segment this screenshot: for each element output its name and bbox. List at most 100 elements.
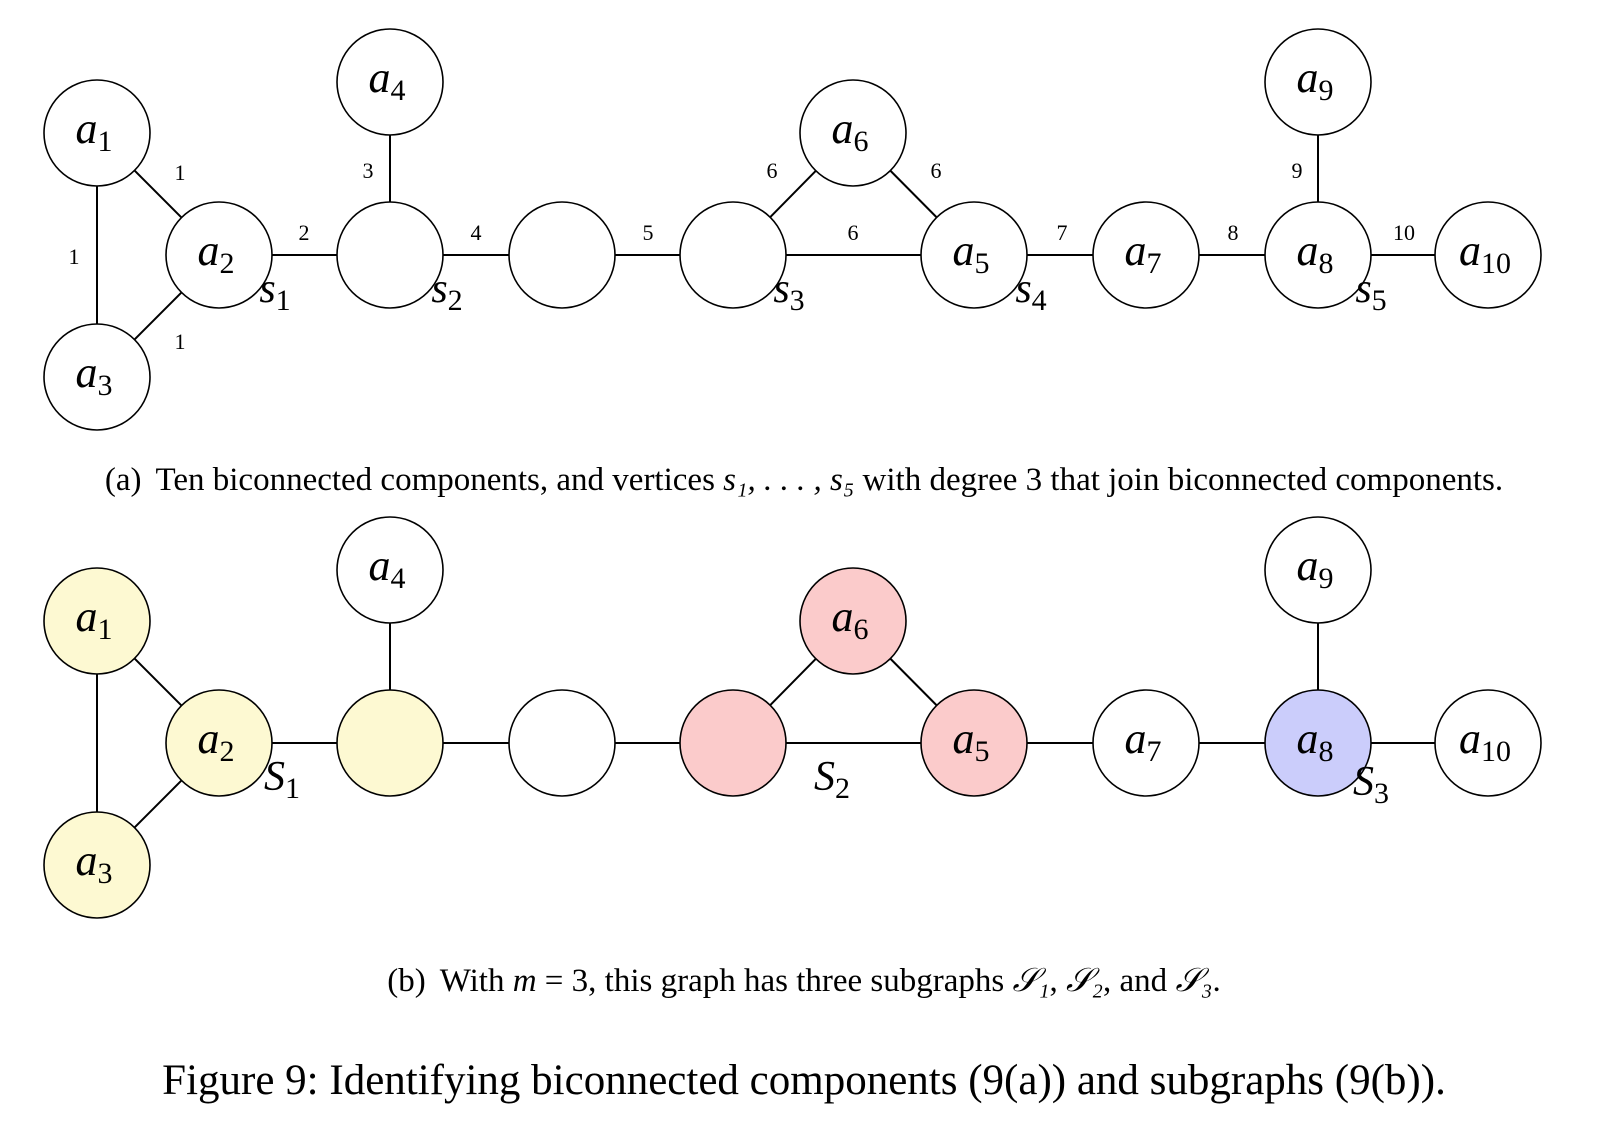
- separator-label-s2-subscript: 2: [448, 284, 463, 317]
- panel-b-edge-a6-a5: [889, 657, 938, 707]
- panel-b-caption-text-3: .: [1212, 963, 1221, 999]
- panel-b-caption-s2: 𝒮₂: [1066, 963, 1104, 999]
- panel-a-caption-math: s₁, . . . , s₅: [723, 462, 855, 498]
- panel-b-node-label-a3: a3: [76, 836, 113, 890]
- separator-label-s1-subscript: 1: [276, 284, 291, 317]
- panel-b-node-label-a4: a4: [369, 541, 406, 595]
- panel-b-node-label-a9-letter: a: [1297, 541, 1319, 590]
- panel-a-node-a4: [336, 28, 444, 136]
- panel-b-node-a9: [1264, 516, 1372, 624]
- panel-a-edge-a6-a5: [889, 169, 938, 219]
- panel-a-node-label-a6: a6: [832, 104, 869, 158]
- panel-b-node-label-a8-subscript: 8: [1319, 735, 1334, 768]
- subgraph-label-S3-subscript: 3: [1374, 777, 1389, 810]
- separator-label-s5-subscript: 5: [1372, 284, 1387, 317]
- subgraph-label-S1-subscript: 1: [285, 772, 300, 805]
- subgraph-label-S1: S1: [264, 754, 300, 805]
- panel-b-node-a1: [43, 567, 151, 675]
- panel-a-node-label-a9-letter: a: [1297, 53, 1319, 102]
- panel-b-node-label-a7-subscript: 7: [1147, 735, 1162, 768]
- panel-a-node-label-a3-letter: a: [76, 348, 98, 397]
- panel-a-node-label-a5: a5: [953, 226, 990, 280]
- panel-b-node-label-a5-subscript: 5: [975, 735, 990, 768]
- separator-label-s3-letter: s: [773, 266, 789, 312]
- edge-weight-a2-a3: 1: [175, 329, 186, 354]
- panel-a-node-label-a8-subscript: 8: [1319, 247, 1334, 280]
- edge-weight-n1-n2: 4: [471, 220, 482, 245]
- panel-a-node-label-a4: a4: [369, 53, 406, 107]
- panel-a-node-a3: [43, 323, 151, 431]
- panel-a-node-label-a1-subscript: 1: [98, 125, 113, 158]
- panel-a-node-n3: [679, 201, 787, 309]
- panel-a-node-label-a4-letter: a: [369, 53, 391, 102]
- subgraph-label-S2-subscript: 2: [835, 772, 850, 805]
- panel-b-node-label-a10-letter: a: [1459, 714, 1481, 763]
- panel-a-caption-text-1: Ten biconnected components, and vertices: [155, 462, 724, 498]
- panel-b-node-label-a9: a9: [1297, 541, 1334, 595]
- panel-b-node-a4: [336, 516, 444, 624]
- panel-a-node-label-a7-subscript: 7: [1147, 247, 1162, 280]
- panel-b-node-label-a6: a6: [832, 592, 869, 646]
- separator-label-s4-subscript: 4: [1032, 284, 1047, 317]
- separator-label-s5: s5: [1355, 266, 1386, 317]
- panel-b-caption: (b)With m = 3, this graph has three subg…: [0, 963, 1608, 1000]
- panel-b-node-a8: [1264, 689, 1372, 797]
- subgraph-label-S3: S3: [1353, 759, 1389, 810]
- panel-b-node-label-a7: a7: [1125, 714, 1162, 768]
- panel-b-node-a10: [1434, 689, 1542, 797]
- panel-a-node-label-a8: a8: [1297, 226, 1334, 280]
- panel-b-node-label-a3-subscript: 3: [98, 857, 113, 890]
- panel-a-node-a6: [799, 79, 907, 187]
- panel-b-node-label-a5-letter: a: [953, 714, 975, 763]
- panel-b-node-label-a8: a8: [1297, 714, 1334, 768]
- separator-label-s1: s1: [259, 266, 290, 317]
- panel-a-node-a8: [1264, 201, 1372, 309]
- panel-a-node-label-a2-subscript: 2: [220, 247, 235, 280]
- panel-a-node-label-a3: a3: [76, 348, 113, 402]
- panel-b-node-n1: [336, 689, 444, 797]
- panel-b-caption-sep-1: ,: [1049, 963, 1067, 999]
- panel-a-node-label-a9-subscript: 9: [1319, 74, 1334, 107]
- panel-b-node-a6: [799, 567, 907, 675]
- panel-a-node-label-a10: a10: [1459, 226, 1511, 280]
- panel-a-node-label-a1: a1: [76, 104, 113, 158]
- panel-b-node-label-a1-subscript: 1: [98, 613, 113, 646]
- separator-label-s5-letter: s: [1355, 266, 1371, 312]
- panel-b-node-label-a1-letter: a: [76, 592, 98, 641]
- panel-a-node-label-a6-subscript: 6: [854, 125, 869, 158]
- edge-weight-a1-a2: 1: [175, 160, 186, 185]
- panel-b-node-label-a1: a1: [76, 592, 113, 646]
- panel-b-caption-text-1: With: [439, 963, 513, 999]
- panel-b-node-label-a8-letter: a: [1297, 714, 1319, 763]
- panel-b-edge-n3-a6: [769, 658, 817, 706]
- subgraph-label-S1-letter: S: [264, 754, 285, 800]
- panel-b-node-label-a6-letter: a: [832, 592, 854, 641]
- edge-weight-a1-a3: 1: [69, 244, 80, 269]
- panel-b-caption-tag: (b): [387, 963, 426, 999]
- panel-b-node-label-a4-subscript: 4: [391, 562, 406, 595]
- panel-a-caption-text-2: with degree 3 that join biconnected comp…: [854, 462, 1504, 498]
- panel-a-node-label-a9: a9: [1297, 53, 1334, 107]
- edge-weight-n3-a5: 6: [848, 220, 859, 245]
- panel-a-node-label-a5-subscript: 5: [975, 247, 990, 280]
- separator-label-s2: s2: [431, 266, 462, 317]
- separator-label-s1-letter: s: [259, 266, 275, 312]
- edge-weight-a6-a5: 6: [931, 158, 942, 183]
- panel-a-node-label-a5-letter: a: [953, 226, 975, 275]
- subgraph-label-S2: S2: [814, 754, 850, 805]
- panel-a-node-label-a3-subscript: 3: [98, 369, 113, 402]
- panel-a-node-n2: [508, 201, 616, 309]
- panel-b-node-label-a2-letter: a: [198, 714, 220, 763]
- separator-label-s2-letter: s: [431, 266, 447, 312]
- panel-b-node-n2: [508, 689, 616, 797]
- panel-a-edge-a1-a2: [133, 169, 183, 219]
- panel-b-node-n3: [679, 689, 787, 797]
- subgraph-label-S3-letter: S: [1353, 759, 1374, 805]
- panel-a-node-label-a4-subscript: 4: [391, 74, 406, 107]
- panel-a-caption: (a)Ten biconnected components, and verti…: [0, 462, 1608, 499]
- panel-b-edge-a1-a2: [133, 657, 183, 707]
- panel-a-node-a7: [1092, 201, 1200, 309]
- panel-a-node-a2: [165, 201, 273, 309]
